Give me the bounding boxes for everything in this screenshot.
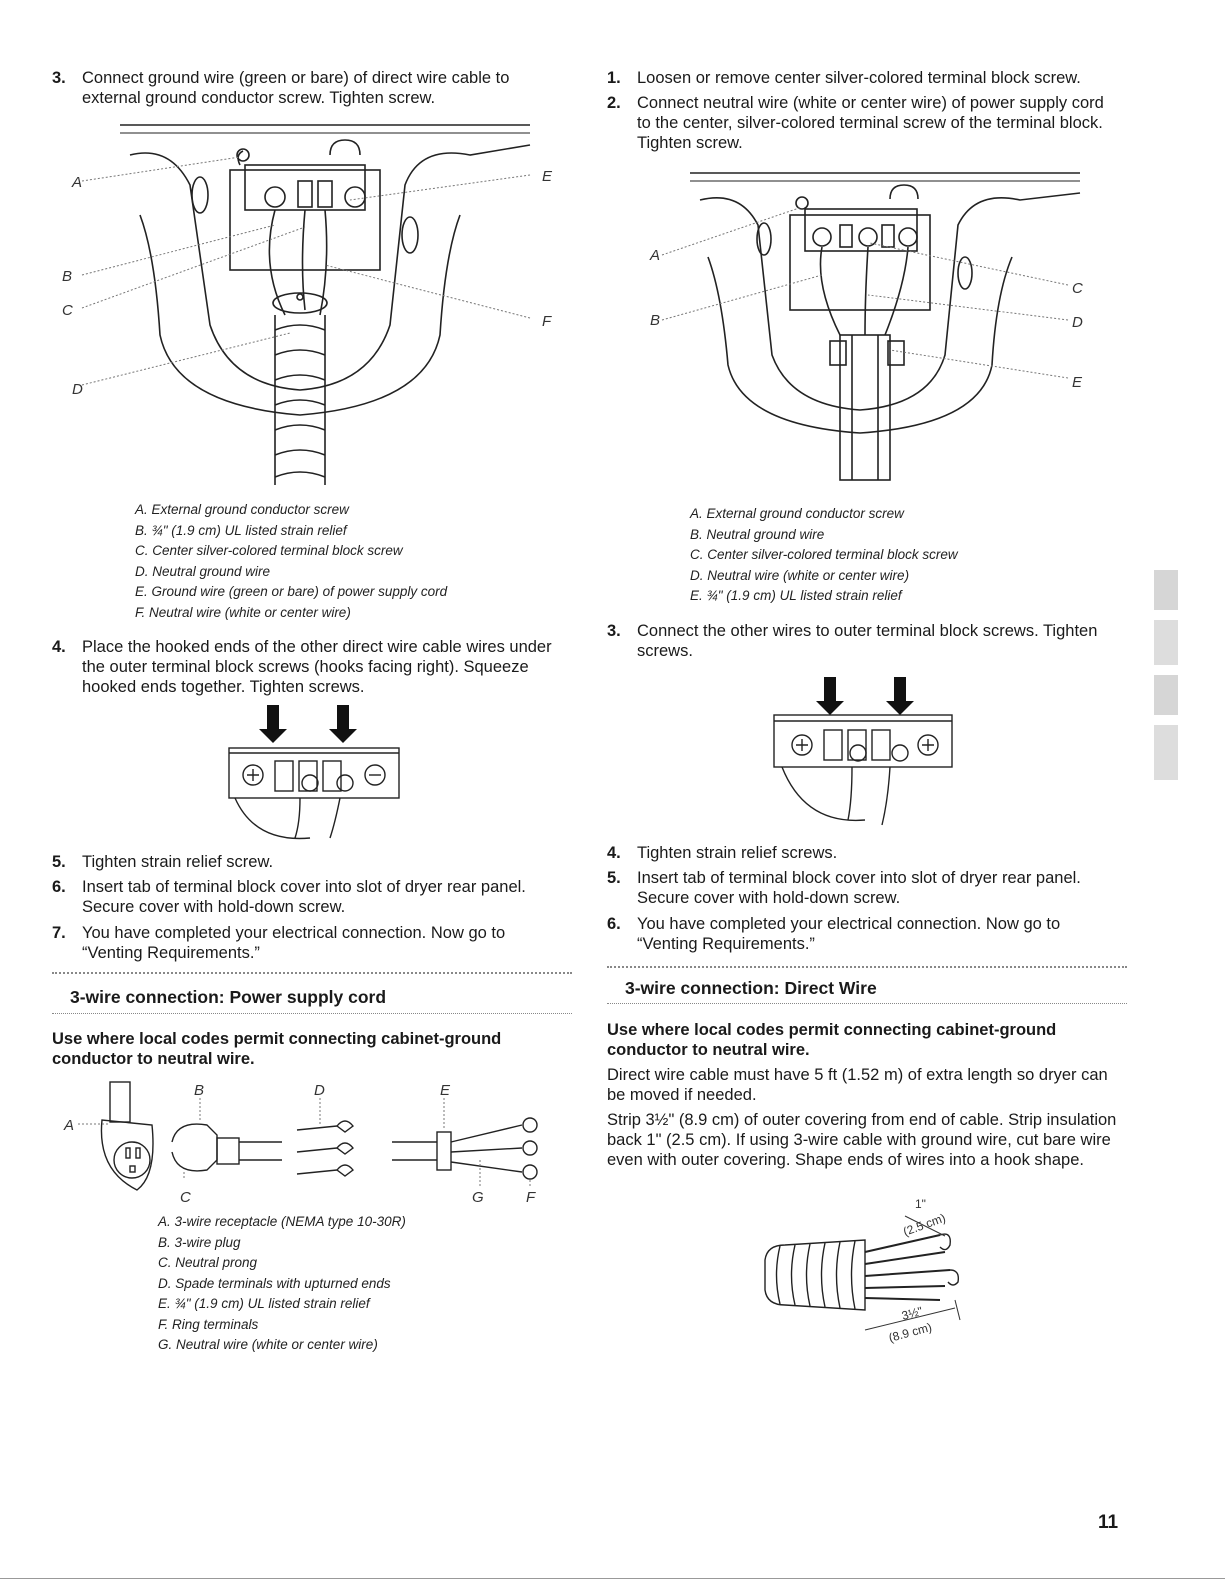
step-number: 7. [52, 924, 66, 942]
right-step-6: 6. You have completed your electrical co… [607, 914, 1117, 954]
step-number: 4. [607, 844, 621, 862]
fig2-label-b: B [650, 312, 660, 329]
edge-tab-marker [1154, 570, 1178, 780]
fig1-label-d: D [72, 381, 83, 398]
figure-stripped-cable: 1" (2.5 cm) 3½" (8.9 cm) [764, 1197, 961, 1345]
figure-terminal-screws-left [228, 705, 400, 840]
caption-line: A. External ground conductor screw [690, 506, 904, 521]
left-step-7: 7. You have completed your electrical co… [52, 923, 557, 963]
fig2-label-d: D [1072, 314, 1083, 331]
step-number: 5. [607, 869, 621, 887]
right-section-heading: 3-wire connection: Direct Wire [625, 978, 877, 998]
fig5-label-8-9cm: (8.9 cm) [887, 1320, 933, 1345]
fig5-label-3-5in: 3½" [900, 1304, 924, 1323]
caption-line: D. Spade terminals with upturned ends [158, 1275, 391, 1291]
step-text: You have completed your electrical conne… [637, 915, 1061, 953]
step-number: 6. [607, 915, 621, 933]
fig1-label-e: E [542, 168, 553, 185]
step-number: 3. [607, 622, 621, 640]
section-divider [52, 972, 572, 974]
figure-terminal-block-direct-wire: A E B C F D [62, 124, 553, 485]
caption-line: A. External ground conductor screw [135, 502, 349, 517]
caption-line: C. Center silver-colored terminal block … [135, 543, 403, 558]
right-para-strip: Strip 3½" (8.9 cm) of outer covering fro… [607, 1111, 1117, 1169]
left-step-6: 6. Insert tab of terminal block cover in… [52, 877, 562, 917]
fig1-label-b: B [62, 268, 72, 285]
step-number: 2. [607, 94, 621, 112]
fig1-label-f: F [542, 313, 552, 330]
step-text: Tighten strain relief screws. [637, 844, 838, 862]
fig1-label-a: A [71, 174, 82, 191]
fig3-label-g: G [472, 1189, 484, 1206]
section-divider [607, 1003, 1127, 1004]
step-text: Insert tab of terminal block cover into … [82, 878, 526, 916]
page-number: 11 [1098, 1512, 1119, 1533]
caption-line: C. Neutral prong [158, 1255, 258, 1270]
left-step-5: 5. Tighten strain relief screw. [52, 852, 557, 872]
fig5-label-1in: 1" [915, 1197, 926, 1211]
fig1-caption: A. External ground conductor screw B. ¾"… [135, 500, 447, 623]
left-section-heading: 3-wire connection: Power supply cord [70, 987, 387, 1007]
fig3-caption: A. 3-wire receptacle (NEMA type 10-30R) … [158, 1212, 406, 1356]
caption-line: E. ¾" (1.9 cm) UL listed strain relief [690, 588, 902, 603]
step-text: Connect the other wires to outer termina… [637, 622, 1098, 660]
caption-line: A. 3-wire receptacle (NEMA type 10-30R) [158, 1214, 406, 1229]
right-step-4: 4. Tighten strain relief screws. [607, 843, 1117, 863]
step-text: Connect neutral wire (white or center wi… [637, 94, 1104, 152]
step-number: 5. [52, 853, 66, 871]
left-step-3: 3. Connect ground wire (green or bare) o… [52, 68, 557, 108]
right-step-3: 3. Connect the other wires to outer term… [607, 621, 1117, 661]
right-step-1: 1. Loosen or remove center silver-colore… [607, 68, 1127, 88]
step-text: Loosen or remove center silver-colored t… [637, 69, 1081, 87]
right-step-2: 2. Connect neutral wire (white or center… [607, 93, 1117, 153]
fig2-label-a: A [649, 247, 660, 264]
section-divider [607, 966, 1127, 968]
fig3-label-b: B [194, 1082, 204, 1099]
fig3-label-c: C [180, 1189, 191, 1206]
right-step-5: 5. Insert tab of terminal block cover in… [607, 868, 1122, 908]
step-number: 6. [52, 878, 66, 896]
fig3-label-f: F [526, 1189, 536, 1206]
caption-line: D. Neutral ground wire [135, 563, 271, 579]
section-divider [52, 1013, 572, 1014]
left-use-where: Use where local codes permit connecting … [52, 1030, 502, 1068]
figure-terminal-screws-right [773, 677, 953, 826]
left-step-4: 4. Place the hooked ends of the other di… [52, 637, 557, 697]
fig3-label-d: D [314, 1082, 325, 1099]
step-text: You have completed your electrical conne… [82, 924, 506, 962]
fig2-caption: A. External ground conductor screw B. Ne… [690, 504, 958, 607]
step-text: Insert tab of terminal block cover into … [637, 869, 1081, 907]
caption-line: G. Neutral wire (white or center wire) [158, 1337, 378, 1352]
caption-line: B. ¾" (1.9 cm) UL listed strain relief [135, 522, 347, 538]
step-number: 4. [52, 638, 66, 656]
fig1-label-c: C [62, 302, 73, 319]
page-bottom-rule [0, 1578, 1225, 1579]
caption-line: B. Neutral ground wire [690, 526, 825, 542]
caption-line: E. Ground wire (green or bare) of power … [135, 584, 448, 599]
step-text: Tighten strain relief screw. [82, 853, 274, 871]
figure-terminal-block-power-cord: A B C D E [649, 172, 1083, 481]
caption-line: D. Neutral wire (white or center wire) [690, 567, 910, 583]
fig2-label-e: E [1072, 374, 1083, 391]
step-text: Connect ground wire (green or bare) of d… [82, 69, 510, 107]
figure-power-supply-cord-parts: A B D E C G F [63, 1081, 538, 1206]
caption-line: E. ¾" (1.9 cm) UL listed strain relief [158, 1296, 370, 1311]
step-number: 3. [52, 69, 66, 87]
caption-line: C. Center silver-colored terminal block … [690, 547, 958, 562]
caption-line: F. Neutral wire (white or center wire) [135, 604, 351, 620]
right-para-cable-length: Direct wire cable must have 5 ft (1.52 m… [607, 1066, 1108, 1104]
step-number: 1. [607, 69, 621, 87]
step-text: Place the hooked ends of the other direc… [82, 638, 552, 696]
caption-line: B. 3-wire plug [158, 1234, 241, 1250]
right-use-where: Use where local codes permit connecting … [607, 1021, 1057, 1059]
caption-line: F. Ring terminals [158, 1316, 259, 1332]
fig3-label-a: A [63, 1117, 74, 1134]
fig3-label-e: E [440, 1082, 451, 1099]
fig2-label-c: C [1072, 280, 1083, 297]
